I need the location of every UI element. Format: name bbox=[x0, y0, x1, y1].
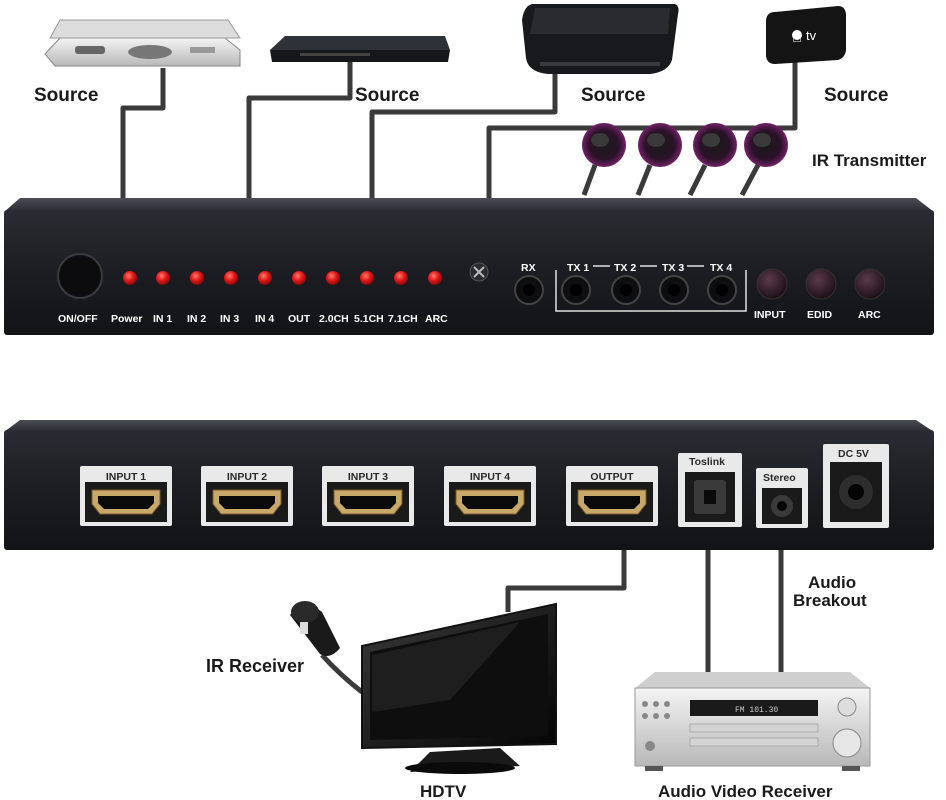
ir-transmitter-4 bbox=[744, 123, 788, 167]
front-panel-labels: ON/OFF RX TX 1 TX 2 TX 3 TX 4 INPUT EDID… bbox=[58, 262, 881, 325]
hdmi-port-label-1: INPUT 2 bbox=[227, 471, 267, 483]
apple-logo-icon bbox=[792, 30, 802, 40]
led-label-6: 2.0CH bbox=[319, 313, 349, 325]
source-device-settop-box bbox=[44, 19, 241, 67]
rear-panel-labels: Toslink Stereo DC 5V bbox=[689, 448, 869, 484]
led-8 bbox=[394, 271, 408, 285]
led-6 bbox=[326, 271, 340, 285]
av-receiver-device: FM 101.30 bbox=[634, 672, 871, 771]
label-tx-3: TX 3 bbox=[662, 262, 684, 274]
label-audio-breakout-1: Audio bbox=[808, 573, 856, 592]
led-label-7: 5.1CH bbox=[354, 313, 384, 325]
cable-hdmi-out bbox=[505, 548, 627, 612]
receiver-display-text: FM 101.30 bbox=[735, 706, 778, 715]
led-label-1: IN 1 bbox=[153, 313, 172, 325]
led-label-4: IN 4 bbox=[255, 313, 274, 325]
ir-receiver-device bbox=[290, 601, 340, 656]
label-tx-1: TX 1 bbox=[567, 262, 589, 274]
ir-transmitter-1 bbox=[582, 123, 626, 167]
source-device-apple-tv:  tv bbox=[766, 6, 846, 64]
status-leds bbox=[123, 271, 442, 285]
led-label-8: 7.1CH bbox=[388, 313, 418, 325]
led-7 bbox=[360, 271, 374, 285]
hdmi-ports: INPUT 1 INPUT 2 INPUT 3 INPUT 4 OUTPUT bbox=[80, 466, 658, 526]
cable-ir-4 bbox=[739, 163, 761, 197]
source-device-game-console bbox=[522, 4, 679, 74]
led-1 bbox=[156, 271, 170, 285]
cable-ir-1 bbox=[581, 164, 598, 196]
led-label-9: ARC bbox=[425, 313, 448, 325]
label-tx-2: TX 2 bbox=[614, 262, 636, 274]
cable-source-3 bbox=[369, 70, 558, 198]
label-source-3: Source bbox=[581, 85, 645, 106]
hdmi-port-label-3: INPUT 4 bbox=[470, 471, 510, 483]
label-toslink: Toslink bbox=[689, 456, 725, 468]
hdmi-port-label-0: INPUT 1 bbox=[106, 471, 146, 483]
label-source-1: Source bbox=[34, 85, 98, 106]
cable-source-2 bbox=[246, 62, 353, 198]
led-label-2: IN 2 bbox=[187, 313, 206, 325]
tx-jacks bbox=[561, 275, 737, 305]
label-tx-4: TX 4 bbox=[710, 262, 732, 274]
label-hdtv: HDTV bbox=[420, 782, 467, 800]
led-labels: Power IN 1 IN 2 IN 3 IN 4 OUT 2.0CH 5.1CH 7.1CH A… bbox=[111, 313, 448, 325]
front-panel bbox=[4, 198, 934, 335]
label-stereo: Stereo bbox=[763, 472, 796, 484]
label-input-button: INPUT bbox=[754, 309, 786, 321]
cable-source-4 bbox=[486, 62, 798, 198]
led-label-3: IN 3 bbox=[220, 313, 239, 325]
hdmi-port-label-2: INPUT 3 bbox=[348, 471, 388, 483]
edid-button[interactable] bbox=[805, 268, 837, 300]
label-rx: RX bbox=[521, 262, 536, 274]
led-3 bbox=[224, 271, 238, 285]
cable-ir-2 bbox=[635, 164, 653, 196]
arc-button[interactable] bbox=[854, 268, 886, 300]
led-2 bbox=[190, 271, 204, 285]
cable-ir-3 bbox=[687, 163, 708, 197]
led-label-0: Power bbox=[111, 313, 143, 325]
ir-transmitters bbox=[582, 123, 788, 167]
hdmi-port-label-4: OUTPUT bbox=[590, 471, 634, 483]
hdtv-device bbox=[361, 602, 557, 774]
cables bbox=[120, 62, 798, 694]
label-on-off: ON/OFF bbox=[58, 313, 98, 325]
rear-panel: INPUT 1 INPUT 2 INPUT 3 INPUT 4 OUTPUT bbox=[4, 420, 934, 550]
label-source-2: Source bbox=[355, 85, 419, 106]
label-audio-breakout-2: Breakout bbox=[793, 591, 867, 610]
ir-transmitter-3 bbox=[693, 123, 737, 167]
led-label-5: OUT bbox=[288, 313, 311, 325]
ir-transmitter-2 bbox=[638, 123, 682, 167]
label-av-receiver: Audio Video Receiver bbox=[658, 782, 833, 800]
label-source-4: Source bbox=[824, 85, 888, 106]
cable-ir-receiver bbox=[320, 653, 364, 694]
led-9 bbox=[428, 271, 442, 285]
label-dc: DC 5V bbox=[838, 448, 869, 460]
led-0 bbox=[123, 271, 137, 285]
led-4 bbox=[258, 271, 272, 285]
label-ir-transmitter: IR Transmitter bbox=[812, 151, 927, 170]
power-button[interactable] bbox=[57, 253, 103, 299]
label-edid-button: EDID bbox=[807, 309, 833, 321]
label-ir-receiver: IR Receiver bbox=[206, 656, 304, 676]
led-5 bbox=[292, 271, 306, 285]
source-device-bluray-player bbox=[270, 36, 450, 62]
cable-source-1 bbox=[120, 68, 166, 198]
diagram-labels: Source Source Source Source IR Transmitt… bbox=[34, 85, 927, 800]
input-button[interactable] bbox=[756, 268, 788, 300]
label-arc-button: ARC bbox=[858, 309, 881, 321]
appletv-logo-text: tv bbox=[806, 28, 817, 43]
